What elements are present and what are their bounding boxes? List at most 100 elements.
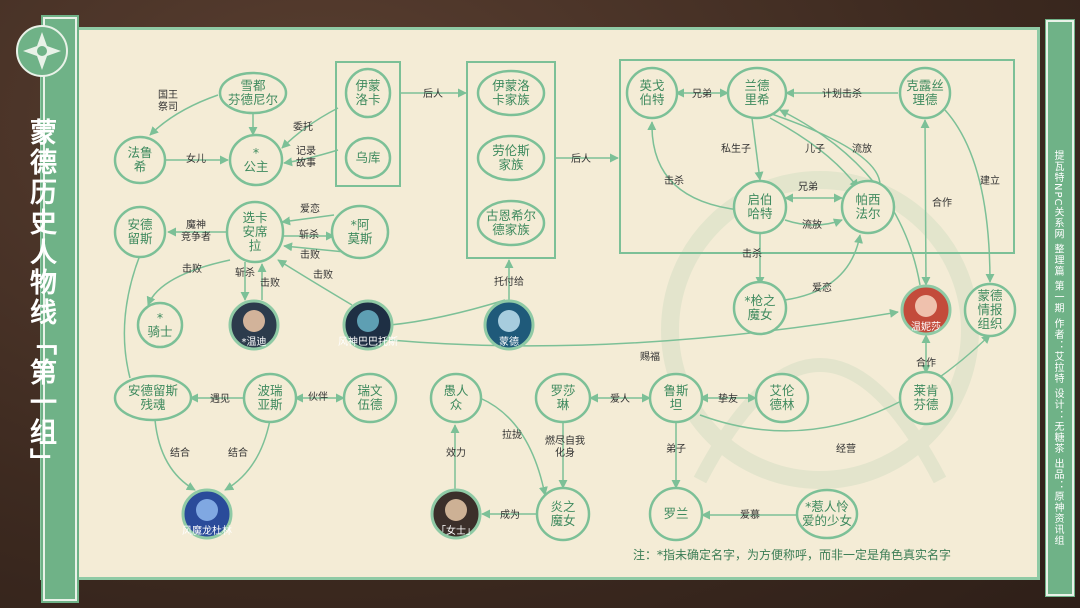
edge-shen-mengde xyxy=(389,299,506,326)
edge-label: 合作 xyxy=(916,356,936,369)
node-label: 德家族 xyxy=(492,222,530,237)
edge-canhun-fengmo xyxy=(154,419,196,491)
node-label: 莱肯 xyxy=(913,383,938,398)
group-box-yimeng xyxy=(335,61,401,187)
node-wuku: 乌库 xyxy=(344,136,392,180)
node-shape xyxy=(113,135,167,185)
node-label: 愚人 xyxy=(443,383,469,398)
node-luolan: 罗兰 xyxy=(648,486,704,542)
edge-label: 竞争者 xyxy=(181,230,211,243)
node-shape xyxy=(898,66,952,120)
avatar-wendi: *温迪 xyxy=(228,299,280,351)
edge-label: 建立 xyxy=(980,174,1000,187)
node-shape xyxy=(648,486,704,542)
avatar-face xyxy=(498,310,520,332)
avatar-face xyxy=(196,499,218,521)
node-label: *阿 xyxy=(351,217,370,232)
node-label: 波瑞 xyxy=(257,383,282,398)
node-label: 德林 xyxy=(769,397,795,412)
avatar-fengmo: 风魔龙杜林 xyxy=(181,488,233,540)
edge-label: 女儿 xyxy=(186,152,206,165)
edge-label: 击败 xyxy=(182,262,202,275)
edge-lande-liufang xyxy=(759,109,881,186)
edge-label: 私生子 xyxy=(721,142,751,155)
edge-lande-paxi xyxy=(769,117,859,189)
edge-snow-faru xyxy=(149,94,219,136)
node-label: 洛卡 xyxy=(355,92,380,107)
node-label: 魔女 xyxy=(550,513,575,528)
edge-label: 经营 xyxy=(836,442,856,455)
node-shape xyxy=(726,66,788,120)
edge-ade-canhun xyxy=(123,254,141,379)
node-gongzhu: *公主 xyxy=(228,133,284,187)
node-label: 艾伦 xyxy=(769,383,795,398)
node-label: 伊蒙 xyxy=(355,78,380,93)
node-label: 伊蒙洛 xyxy=(492,78,530,93)
avatar-label: 风魔龙杜林 xyxy=(182,524,232,537)
edge-lusi-mengde xyxy=(699,334,991,432)
edge-label: 赐福 xyxy=(640,350,660,363)
edge-label: 故事 xyxy=(296,156,316,169)
node-label: 魔女 xyxy=(747,307,772,322)
edge-amos-xuanka-defeat xyxy=(283,242,346,253)
edge-wuku-gongzhu xyxy=(283,149,339,167)
avatar-shen: 风神巴巴托斯 xyxy=(338,299,398,351)
edge-amos-xuanka-love xyxy=(281,214,335,226)
node-label: 安德 xyxy=(127,217,153,232)
edge-shen-xuanka xyxy=(277,259,353,306)
node-shape xyxy=(342,372,398,424)
node-label: 理德 xyxy=(912,92,938,107)
node-label: 莫斯 xyxy=(347,231,372,246)
edge-label: 记录 xyxy=(296,145,316,157)
group-box-lande xyxy=(619,59,1015,254)
edge-label: 成为 xyxy=(500,509,520,521)
node-label: 英戈 xyxy=(639,78,664,93)
node-label: 炎之 xyxy=(550,499,576,514)
right-banner xyxy=(1046,20,1074,596)
node-label: 鲁斯 xyxy=(663,383,688,398)
edge-label: 斩杀 xyxy=(299,228,319,241)
edge-kelu-mengde xyxy=(944,109,995,283)
avatar-face xyxy=(357,310,379,332)
edge-yuren-yan xyxy=(479,397,548,496)
edge-yimeng-gongzhu xyxy=(281,107,339,149)
node-label: 留斯 xyxy=(127,231,152,246)
emblem-icon xyxy=(16,25,68,77)
left-banner xyxy=(43,17,77,601)
node-label: 家族 xyxy=(498,157,524,172)
node-ade: 安德留斯 xyxy=(113,205,167,259)
node-lusi: 鲁斯坦 xyxy=(648,372,704,424)
avatar-label: *温迪 xyxy=(242,336,267,348)
avatar-face xyxy=(445,499,467,521)
edge-label: 爱恋 xyxy=(812,281,832,294)
node-shape xyxy=(476,69,546,117)
edge-label: 击败 xyxy=(313,268,333,281)
node-label: 亚斯 xyxy=(257,397,282,412)
node-shape xyxy=(795,488,859,540)
node-luosha: 罗莎琳 xyxy=(534,372,592,424)
node-label: 瑞文 xyxy=(357,383,383,398)
edge-qibo-liufang xyxy=(784,218,843,228)
edge-label: 伙伴 xyxy=(308,390,328,403)
edge-label: 遇见 xyxy=(210,393,230,405)
node-shape xyxy=(136,301,184,349)
node-label: 众 xyxy=(450,397,463,412)
edge-label: 挚友 xyxy=(718,392,738,405)
node-shape xyxy=(754,372,810,424)
edge-label: 合作 xyxy=(932,196,952,209)
edge-qishi-xuanka xyxy=(146,259,231,306)
edge-label: 后人 xyxy=(571,153,591,165)
node-label: 哈特 xyxy=(747,206,772,221)
edge-label: 兄弟 xyxy=(692,88,712,100)
node-label: 琳 xyxy=(557,397,570,412)
